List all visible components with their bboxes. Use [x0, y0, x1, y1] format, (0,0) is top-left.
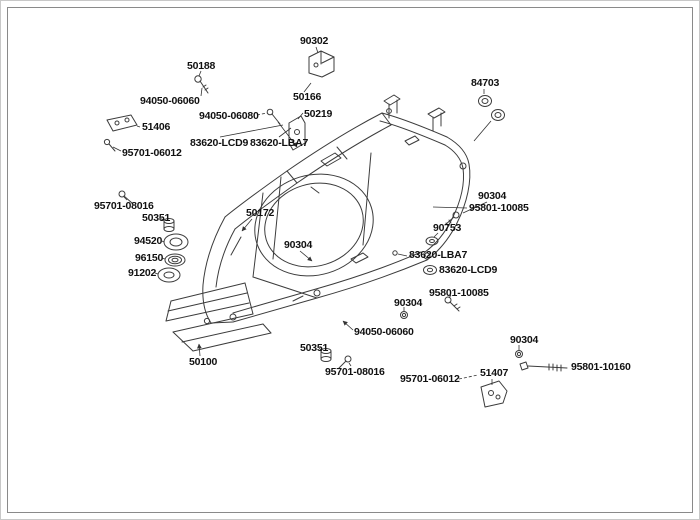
part-label-91202: 91202: [128, 267, 157, 279]
washer-icon-90753: [425, 236, 439, 246]
part-label-84703: 84703: [471, 77, 500, 89]
part-label-50172: 50172: [246, 207, 275, 219]
part-label-50351: 50351: [142, 212, 171, 224]
part-label-95701-06012: 95701-06012: [400, 373, 460, 385]
bolt-icon-50188: [194, 75, 209, 94]
part-label-50188: 50188: [187, 60, 216, 72]
part-label-51407: 51407: [480, 367, 509, 379]
part-label-83620-LCD9: 83620-LCD9: [190, 137, 249, 149]
grommet-icon-96150: [164, 253, 186, 267]
washer-icon-83620-lba7-right: [392, 250, 398, 256]
part-label-83620-LBA7: 83620-LBA7: [409, 249, 468, 261]
part-label-95701-08016: 95701-08016: [325, 366, 385, 378]
part-label-50219: 50219: [304, 108, 333, 120]
bracket-icon-90302: [308, 50, 335, 78]
bracket-icon-51406: [106, 114, 138, 132]
frame-drawing: [165, 94, 471, 352]
part-label-95701-08016: 95701-08016: [94, 200, 154, 212]
bolt-icon-94050-06080: [266, 108, 281, 125]
part-label-95801-10085: 95801-10085: [469, 202, 529, 214]
grommet-icon-84703-a: [478, 95, 492, 107]
part-label-94050-06080: 94050-06080: [199, 110, 259, 122]
washer-icon-83620-lcd9-right: [423, 265, 437, 275]
leader-lines: [112, 46, 520, 385]
part-label-90304: 90304: [394, 297, 423, 309]
part-label-90753: 90753: [433, 222, 462, 234]
part-label-90304: 90304: [284, 239, 313, 251]
part-label-51406: 51406: [142, 121, 171, 133]
part-label-83620-LBA7: 83620-LBA7: [250, 137, 309, 149]
part-label-83620-LCD9: 83620-LCD9: [439, 264, 498, 276]
part-label-94050-06060: 94050-06060: [140, 95, 200, 107]
bolt-icon-95701-08016-left: [118, 190, 133, 204]
part-label-50100: 50100: [189, 356, 218, 368]
nut-icon-90304-mid: [400, 311, 408, 319]
part-label-96150: 96150: [135, 252, 164, 264]
part-label-94520: 94520: [134, 235, 163, 247]
part-label-50351: 50351: [300, 342, 329, 354]
spacer-icon-50351-bottom: [320, 348, 332, 362]
part-label-95801-10085: 95801-10085: [429, 287, 489, 299]
nut-icon-90304-bottom-right: [515, 350, 523, 358]
bolt-icon-95801-10085-lower: [444, 296, 461, 312]
part-label-50166: 50166: [293, 91, 322, 103]
ring-icon-94520: [163, 233, 189, 251]
spacer-icon-50351-left: [163, 218, 175, 232]
bolt-icon-95801-10085-top: [444, 211, 460, 227]
bracket-icon-51407: [480, 380, 508, 408]
part-label-90304: 90304: [510, 334, 539, 346]
part-label-95701-06012: 95701-06012: [122, 147, 182, 159]
part-label-95801-10160: 95801-10160: [571, 361, 631, 373]
bolt-icon-95701-08016-bottom: [338, 355, 352, 369]
screw-icon-95701-06012-top: [103, 138, 116, 152]
grommet-icon-91202: [157, 267, 181, 283]
part-label-90304: 90304: [478, 190, 507, 202]
long-bolt-icon-95801-10160: [519, 361, 568, 372]
part-label-94050-06060: 94050-06060: [354, 326, 414, 338]
part-label-90302: 90302: [300, 35, 329, 47]
grommet-icon-84703-b: [491, 109, 505, 121]
